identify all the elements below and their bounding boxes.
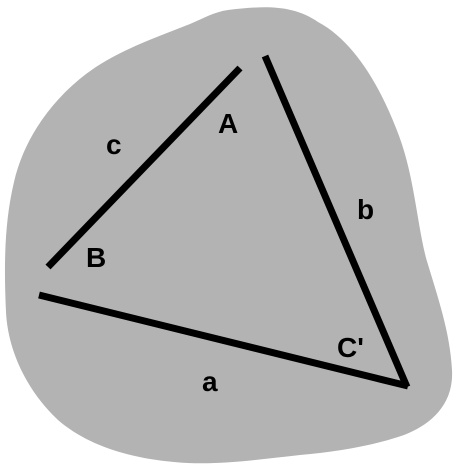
label-angle-a: A [218,108,238,139]
label-side-b: b [357,194,374,225]
side-a-line [38,291,409,390]
gray-region [4,7,453,464]
label-angle-b: B [86,242,106,273]
side-b-line [261,54,411,389]
label-side-a: a [202,366,218,397]
label-angle-c: C' [337,332,364,363]
label-side-c: c [106,129,122,160]
side-c-line [45,65,243,270]
